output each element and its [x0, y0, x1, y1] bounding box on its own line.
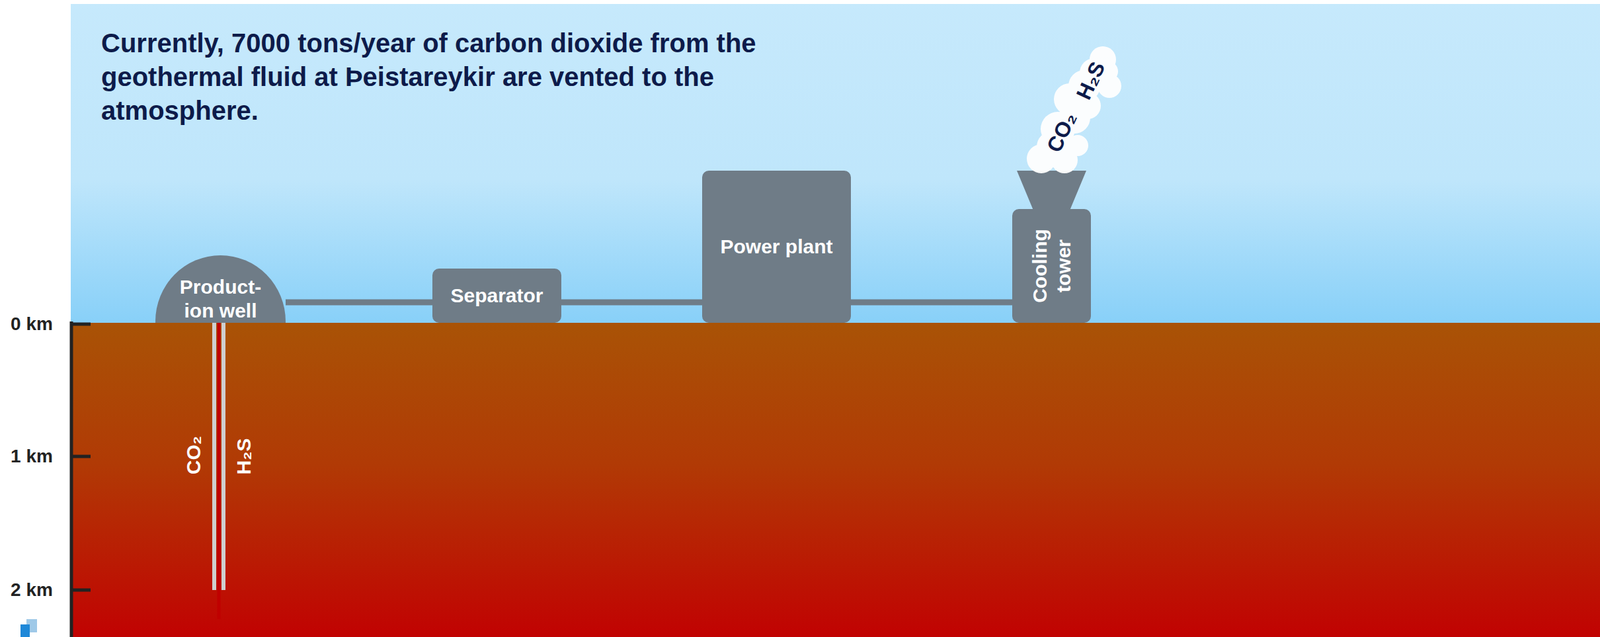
sky [70, 3, 1600, 323]
depth-label: 2 km [10, 579, 53, 601]
pipe-connector [850, 299, 1013, 306]
power-plant-box: Power plant [702, 170, 851, 323]
ground [70, 322, 1600, 637]
axis-tick [70, 588, 91, 592]
cooling-tower-funnel [1016, 170, 1087, 211]
well-pipe-core [217, 322, 221, 619]
separator-box: Separator [432, 268, 562, 323]
steam-plume [1026, 46, 1122, 174]
logo-mark [20, 624, 30, 637]
node-label: Product- ion well [171, 275, 271, 323]
well-pipe [221, 322, 226, 590]
production-well: Product- ion well [155, 255, 286, 323]
depth-label: 1 km [10, 445, 53, 467]
pipe-connector [561, 299, 703, 306]
gas-label: CO₂ [182, 435, 205, 475]
pipe-connector [285, 299, 433, 306]
depth-label: 0 km [10, 313, 53, 335]
title: Currently, 7000 tons/year of carbon diox… [101, 26, 789, 129]
cooling-tower: Cooling tower [1012, 208, 1091, 323]
rotated-text-holder: Cooling tower [1028, 214, 1076, 318]
axis-tick [70, 454, 91, 459]
well-pipe [212, 322, 217, 590]
node-label: Cooling tower [1028, 214, 1076, 318]
axis-tick [70, 322, 91, 326]
node-label: Power plant [720, 234, 833, 259]
gas-label: H₂S [232, 437, 256, 475]
node-label: Separator [450, 283, 543, 308]
